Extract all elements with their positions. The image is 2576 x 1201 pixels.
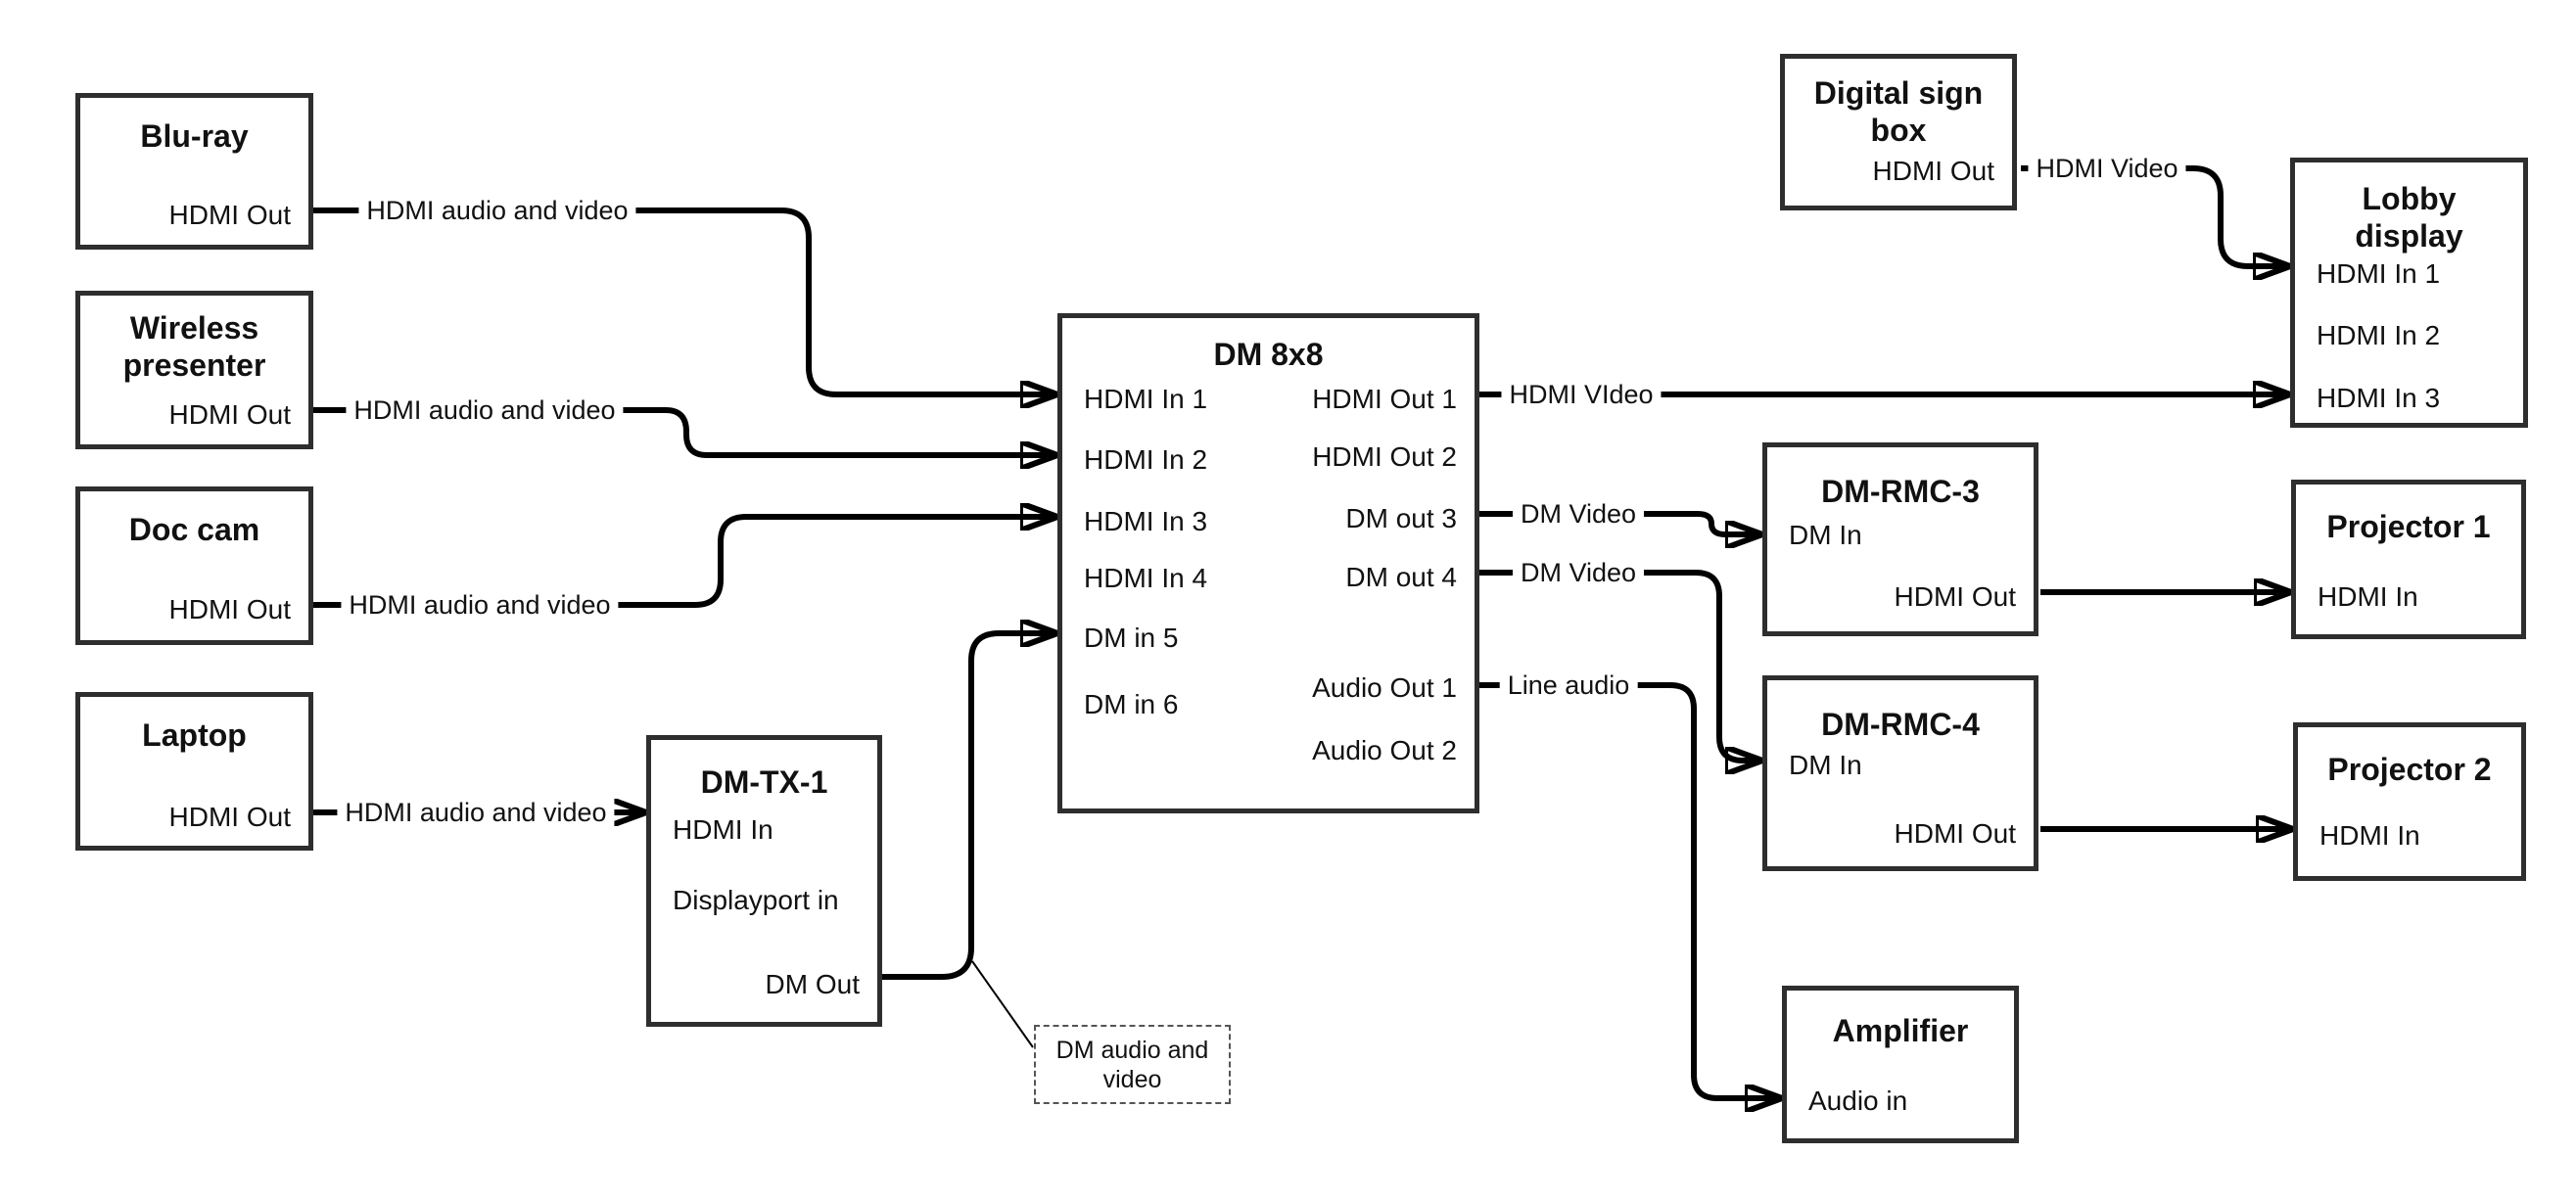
port-hdmi-out: HDMI Out xyxy=(168,594,291,624)
wire-sign-to-lobby-in1 xyxy=(2021,165,2288,266)
wire-label-hdmi-av-wireless: HDMI audio and video xyxy=(346,395,624,425)
node-title: Wireless presenter xyxy=(122,310,266,383)
port-hdmi-in-1: HDMI In 1 xyxy=(2317,258,2441,289)
wire-dm8x8-audioout1-to-amplifier xyxy=(1477,682,1780,1098)
port-hdmi-in: HDMI In xyxy=(2318,581,2418,612)
node-projector-2: Projector 2 HDMI In xyxy=(2293,722,2526,881)
wire-label-line-audio: Line audio xyxy=(1499,670,1638,700)
node-title: Projector 1 xyxy=(2326,509,2491,544)
node-digital-sign-box: Digital sign box HDMI Out xyxy=(1780,54,2017,210)
port-hdmi-in-3: HDMI In 3 xyxy=(1084,506,1208,536)
port-dm-in: DM In xyxy=(1789,750,1862,780)
node-title: Lobby display xyxy=(2355,181,2463,254)
port-hdmi-in-3: HDMI In 3 xyxy=(2317,383,2441,413)
port-audio-out-2: Audio Out 2 xyxy=(1312,735,1457,765)
port-hdmi-out-1: HDMI Out 1 xyxy=(1312,384,1457,414)
port-hdmi-in: HDMI In xyxy=(2319,820,2420,851)
wire-label-hdmi-video-sign: HDMI Video xyxy=(2028,154,2186,183)
port-audio-out-1: Audio Out 1 xyxy=(1312,672,1457,703)
port-hdmi-in-2: HDMI In 2 xyxy=(1084,444,1208,475)
wire-dm8x8-out4-to-rmc4-dmin xyxy=(1477,570,1760,761)
annotation-leader-line xyxy=(971,960,1034,1048)
wire-bluray-to-dm8x8-in1 xyxy=(313,208,1055,394)
port-hdmi-out: HDMI Out xyxy=(168,399,291,430)
port-dm-in-5: DM in 5 xyxy=(1084,623,1179,653)
node-title: Amplifier xyxy=(1832,1013,1969,1048)
wire-label-hdmi-video-out1: HDMI VIdeo xyxy=(1501,380,1662,409)
node-dm-8x8: DM 8x8 HDMI In 1 HDMI In 2 HDMI In 3 HDM… xyxy=(1057,313,1479,813)
wire-label-hdmi-av-bluray: HDMI audio and video xyxy=(358,196,636,225)
wire-label-dm-video-out4: DM Video xyxy=(1512,558,1645,587)
node-title: Digital sign box xyxy=(1813,75,1984,148)
node-title: Projector 2 xyxy=(2327,752,2492,787)
port-hdmi-in-1: HDMI In 1 xyxy=(1084,384,1208,414)
wire-label-hdmi-av-laptop: HDMI audio and video xyxy=(337,798,615,827)
port-audio-in: Audio in xyxy=(1808,1086,1908,1116)
node-title: DM-RMC-4 xyxy=(1821,707,1980,742)
node-dm-rmc-3: DM-RMC-3 DM In HDMI Out xyxy=(1762,442,2038,636)
wire-doccam-to-dm8x8-in3 xyxy=(313,517,1055,608)
port-hdmi-out: HDMI Out xyxy=(168,200,291,230)
port-dm-in: DM In xyxy=(1789,520,1862,550)
wire-dm8x8-out3-to-rmc3-dmin xyxy=(1477,511,1760,534)
port-hdmi-out-2: HDMI Out 2 xyxy=(1312,441,1457,472)
node-title: Blu-ray xyxy=(140,118,249,154)
node-lobby-display: Lobby display HDMI In 1 HDMI In 2 HDMI I… xyxy=(2290,158,2528,428)
node-wireless-presenter: Wireless presenter HDMI Out xyxy=(75,291,313,449)
port-dm-in-6: DM in 6 xyxy=(1084,689,1179,719)
port-dm-out: DM Out xyxy=(765,969,860,999)
node-amplifier: Amplifier Audio in xyxy=(1782,986,2019,1143)
node-title: DM-TX-1 xyxy=(700,764,828,800)
annotation-dm-audio-video: DM audio and video xyxy=(1034,1025,1231,1104)
port-hdmi-in-2: HDMI In 2 xyxy=(2317,320,2441,350)
node-dm-rmc-4: DM-RMC-4 DM In HDMI Out xyxy=(1762,675,2038,871)
node-title: DM 8x8 xyxy=(1213,337,1324,372)
wire-label-hdmi-av-doccam: HDMI audio and video xyxy=(341,590,619,620)
node-bluray: Blu-ray HDMI Out xyxy=(75,93,313,250)
node-doc-cam: Doc cam HDMI Out xyxy=(75,486,313,645)
wire-label-dm-video-out3: DM Video xyxy=(1512,499,1645,529)
port-hdmi-out: HDMI Out xyxy=(1894,818,2016,849)
node-dm-tx-1: DM-TX-1 HDMI In Displayport in DM Out xyxy=(646,735,882,1027)
node-projector-1: Projector 1 HDMI In xyxy=(2291,480,2526,639)
port-hdmi-out: HDMI Out xyxy=(1872,156,1994,186)
port-dm-out-3: DM out 3 xyxy=(1345,503,1457,533)
port-hdmi-in: HDMI In xyxy=(673,814,773,845)
wire-dmtx1-dmout-to-dm8x8-in5 xyxy=(880,633,1055,980)
node-title: Doc cam xyxy=(128,512,260,547)
port-hdmi-out: HDMI Out xyxy=(1894,581,2016,612)
port-hdmi-out: HDMI Out xyxy=(168,802,291,832)
node-title: DM-RMC-3 xyxy=(1821,474,1980,509)
node-title: Laptop xyxy=(142,717,247,753)
node-laptop: Laptop HDMI Out xyxy=(75,692,313,851)
port-dm-out-4: DM out 4 xyxy=(1345,562,1457,592)
wire-wireless-to-dm8x8-in2 xyxy=(313,407,1055,455)
port-hdmi-in-4: HDMI In 4 xyxy=(1084,563,1208,593)
port-displayport-in: Displayport in xyxy=(673,885,839,915)
